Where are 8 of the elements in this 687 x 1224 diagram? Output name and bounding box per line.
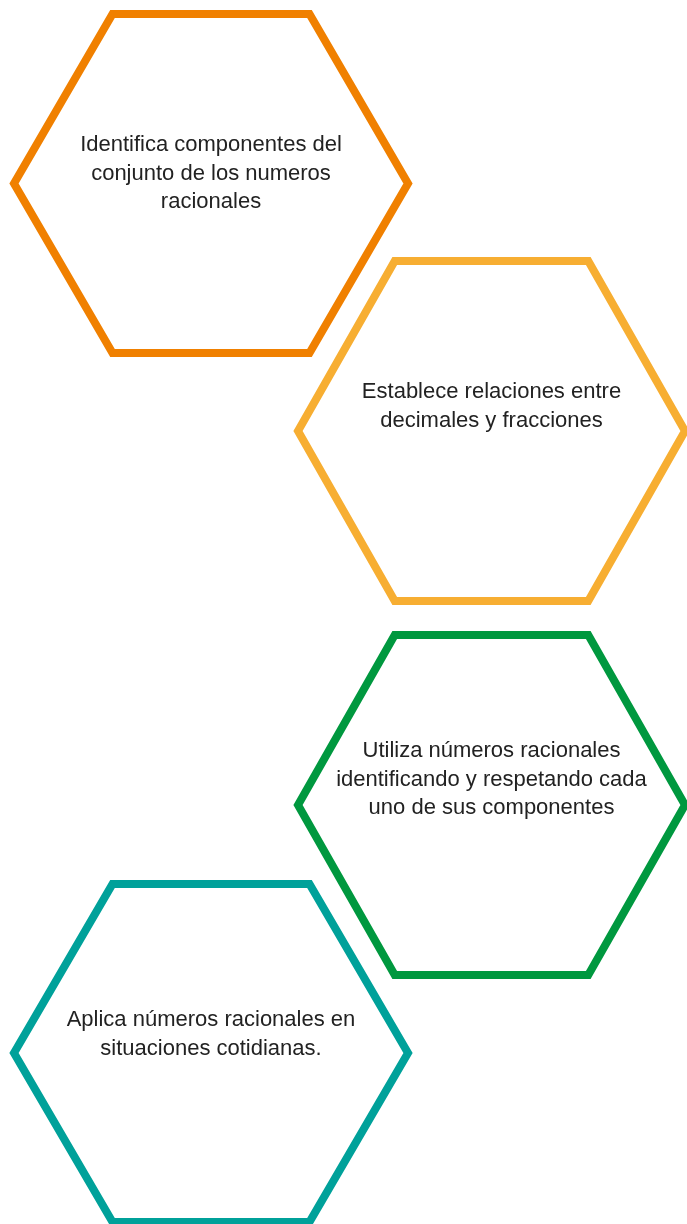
- hexagon: [10, 880, 412, 1224]
- hexagon-label: Aplica números racionales en situaciones cotidianas.: [66, 1005, 356, 1062]
- hexagon-label: Utiliza números racionales identificando y respetando cada uno de sus componentes: [335, 736, 648, 822]
- hexagon: [10, 10, 412, 357]
- hexagon-label: Identifica componentes del conjunto de los numeros racionales: [79, 130, 343, 216]
- hexagon-label: Establece relaciones entre decimales y fracciones: [361, 377, 622, 434]
- hexagon: [294, 257, 687, 605]
- hexagon: [294, 631, 687, 979]
